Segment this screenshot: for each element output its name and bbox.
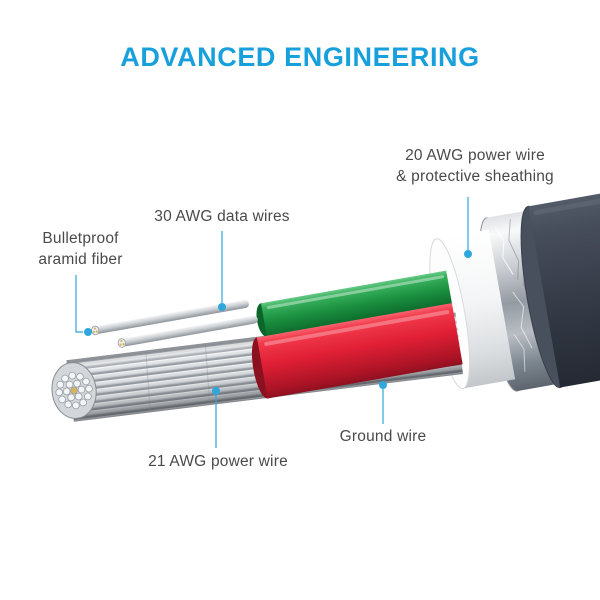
inner-wires xyxy=(91,270,463,399)
label-20awg-power-wire: 20 AWG power wire & protective sheathing xyxy=(396,147,554,185)
red-wire-highlight xyxy=(264,309,450,346)
leader-lines xyxy=(75,197,469,448)
label-30awg-data-wires: 30 AWG data wires xyxy=(154,208,290,225)
green-wire-highlight xyxy=(266,275,445,309)
data-wire-1 xyxy=(95,300,249,334)
braid-strand-ends xyxy=(55,371,93,410)
jacket-highlight xyxy=(533,189,600,216)
label-bulletproof-aramid-fiber: Bulletproof aramid fiber xyxy=(38,230,123,268)
dot-data30 xyxy=(218,303,226,311)
dot-aramid xyxy=(84,328,92,336)
leader-line-aramid xyxy=(75,275,83,333)
leader-dots xyxy=(84,250,472,395)
red-power-wire xyxy=(256,303,463,399)
label-21awg-power-wire: 21 AWG power wire xyxy=(148,453,288,470)
dot-power20 xyxy=(464,250,472,258)
label-ground-wire: Ground wire xyxy=(339,428,427,445)
aramid-core-strand xyxy=(70,386,78,395)
page-title: ADVANCED ENGINEERING xyxy=(120,42,480,72)
dot-power21 xyxy=(212,387,220,395)
data-wire-2 xyxy=(121,315,258,347)
dot-ground xyxy=(379,381,387,389)
cable-jacket xyxy=(528,183,600,388)
cable-outer xyxy=(486,183,600,392)
green-data-wire xyxy=(261,270,453,337)
